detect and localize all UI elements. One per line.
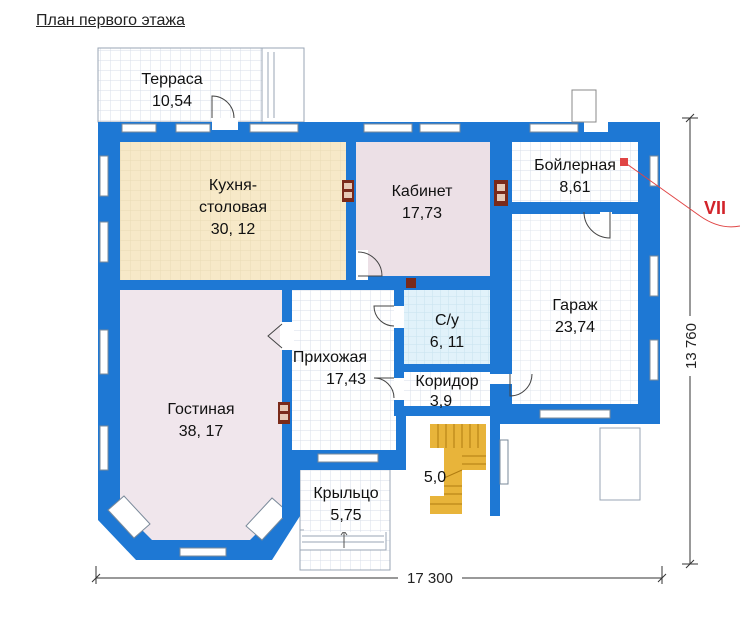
room-labels: Терраса 10,54 Кухня- столовая 30, 12 Каб… [141,71,616,524]
height-dimension-label: 13 760 [683,323,700,369]
boiler-area: 8,61 [559,179,590,196]
hall-floor [292,290,396,450]
porch-name: Крыльцо [313,485,378,502]
terrace-name: Терраса [141,71,202,88]
hall-name: Прихожая [293,349,367,366]
kitchen-area: 30, 12 [211,221,256,238]
width-dimension-label: 17 300 [407,570,453,587]
garage-floor [512,214,638,404]
corridor-floor [404,372,490,406]
garage-apron [599,427,641,501]
corridor-area: 3,9 [430,393,452,410]
porch-floor [304,470,388,532]
page-title: План первого этажа [36,12,185,29]
hall-area: 17,43 [326,371,366,388]
kitchen-name-1: Кухня- [209,177,257,194]
kitchen-name-2: столовая [199,199,267,216]
office-floor [356,142,490,276]
bathroom-area: 6, 11 [430,334,465,351]
garage-name: Гараж [552,297,597,314]
office-name: Кабинет [392,183,454,200]
staircase [430,424,486,514]
windows [99,123,659,557]
width-dimension [91,566,667,584]
logo-watermark: VII [621,159,740,228]
living-area: 38, 17 [179,423,224,440]
boiler-name: Бойлерная [534,157,616,174]
office-area: 17,73 [402,205,442,222]
logo-text: VII [704,198,726,218]
stairs-area: 5,0 [424,469,446,486]
garage-area: 23,74 [555,319,595,336]
living-name: Гостиная [167,401,234,418]
bathroom-name: С/у [435,312,459,329]
kitchen-floor [120,142,346,280]
living-floor [120,290,282,540]
terrace-area: 10,54 [152,93,192,110]
bath-floor [404,290,490,364]
corridor-name: Коридор [415,373,478,390]
doors [211,89,628,400]
boiler-floor [512,142,638,202]
porch-area: 5,75 [330,507,361,524]
chimneys [278,180,508,424]
terrace-area [97,47,305,123]
